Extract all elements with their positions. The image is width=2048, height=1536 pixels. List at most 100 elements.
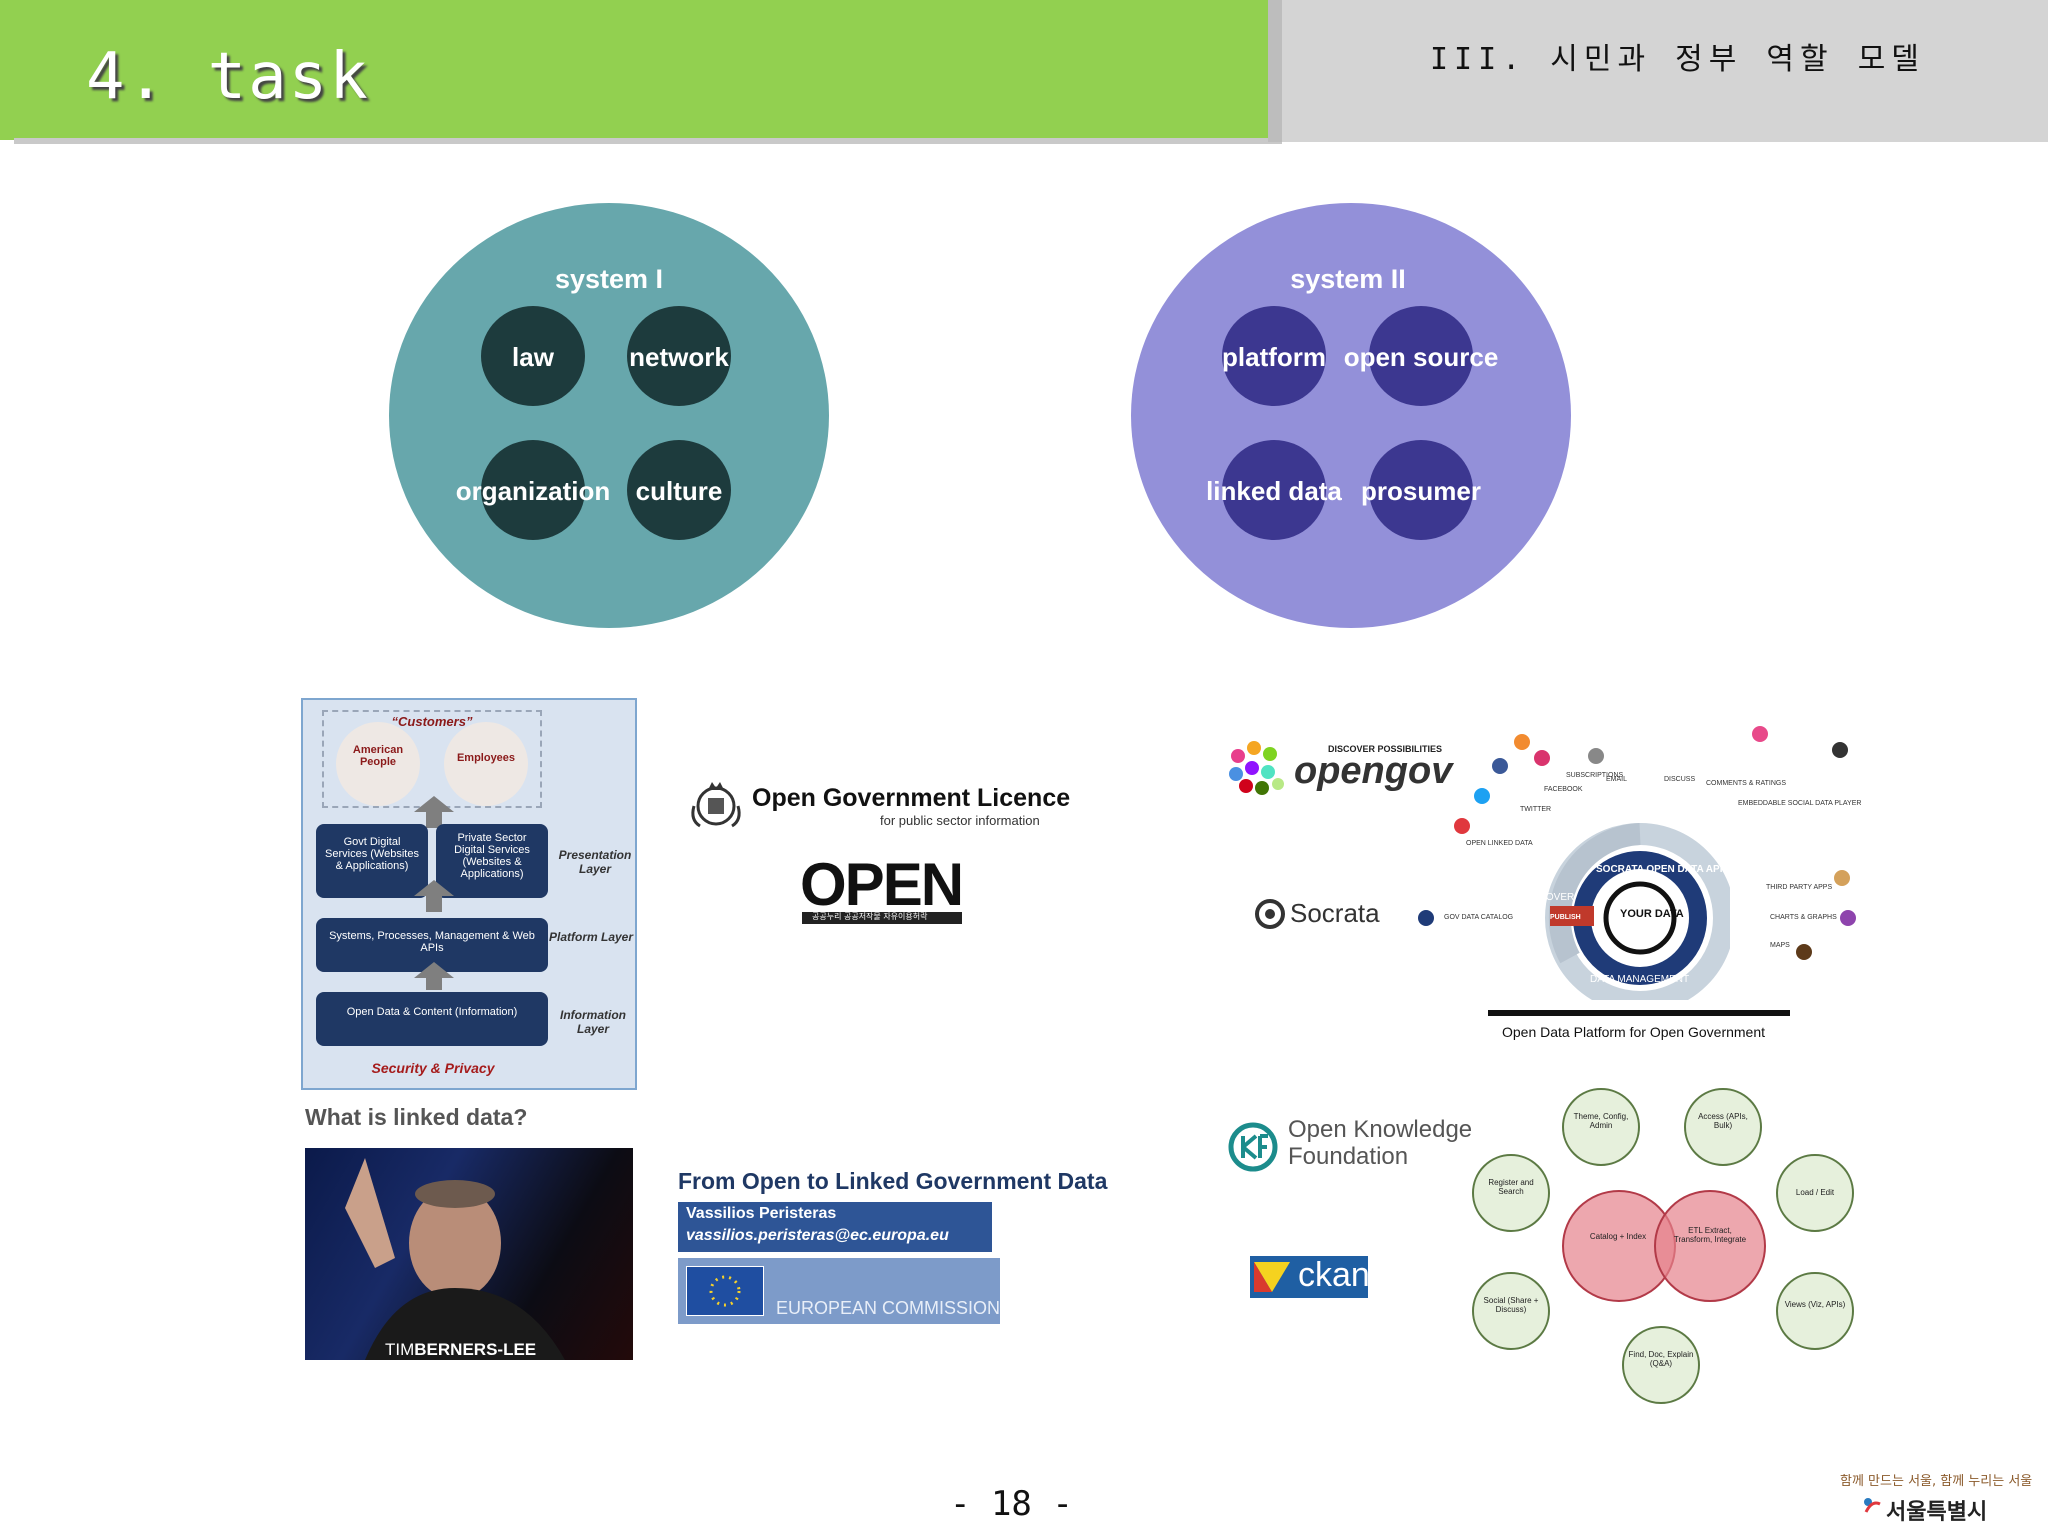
seoul-logo-icon <box>1864 1498 1881 1513</box>
system-1-circle <box>389 203 829 628</box>
page-title: 4. task <box>86 40 370 114</box>
caption-last-name: BERNERS-LEE <box>414 1340 537 1359</box>
security-label: Security & Privacy <box>371 1060 495 1076</box>
system-1-node-network <box>627 306 731 406</box>
ogl-subtitle: for public sector information <box>880 813 1040 828</box>
ckan-node-load <box>1776 1154 1854 1232</box>
system-1-node-law <box>481 306 585 406</box>
eu-flag-icon <box>686 1266 764 1316</box>
spoke-subscriptions: SUBSCRIPTIONS <box>1566 772 1624 779</box>
presentation-layer-label: Presentation Layer <box>558 848 632 876</box>
ckan-node-theme-label: Theme, Config, Admin <box>1573 1112 1629 1130</box>
system-2-label-linked-data: linked data <box>1206 476 1342 506</box>
ckan-logo <box>1250 1256 1368 1298</box>
arrow-up <box>426 808 442 828</box>
header-shadow <box>14 138 1282 144</box>
okf-name-line2: Foundation <box>1288 1143 1409 1170</box>
open-data-block <box>316 992 548 1046</box>
spoke-gov-data-catalog: GOV DATA CATALOG <box>1444 914 1514 921</box>
system-1-label-law: law <box>512 342 554 372</box>
ckan-node-social-label: Social (Share + Discuss) <box>1483 1296 1539 1314</box>
spoke-charts: CHARTS & GRAPHS <box>1770 914 1837 921</box>
ec-label: EUROPEAN COMMISSION <box>776 1298 1001 1318</box>
opengov-logo: opengov <box>1294 750 1453 792</box>
author-box <box>678 1202 992 1252</box>
section-title: III. 시민과 정부 역할 모델 <box>1430 42 1925 77</box>
system-1-label-culture: culture <box>635 476 723 506</box>
govt-services-block <box>316 824 428 898</box>
spoke-discuss: DISCUSS <box>1664 776 1696 783</box>
system-2-label-platform: platform <box>1222 342 1326 372</box>
private-services-block <box>436 824 548 898</box>
header-green-bar <box>0 0 1268 140</box>
socrata-logo: Socrata <box>1290 898 1380 928</box>
ring-publish-label: PUBLISH <box>1550 914 1581 921</box>
header-gray-bar <box>1282 0 2048 142</box>
okf-name: Open Knowledge Foundation <box>1288 1116 1488 1170</box>
system-2-node-open-source <box>1369 306 1473 406</box>
system-2-label-prosumer: prosumer <box>1361 476 1481 506</box>
ckan-node-social <box>1472 1272 1550 1350</box>
ckan-core-etl <box>1654 1190 1766 1302</box>
seoul-slogan: 함께 만드는 서울, 함께 누리는 서울 <box>1840 1474 2033 1489</box>
ckan-node-load-label: Load / Edit <box>1795 1188 1835 1197</box>
arrow-head <box>414 962 454 978</box>
ckan-wordmark: ckan <box>1298 1256 1370 1294</box>
ring-participate-label: PARTICIPATE <box>1664 816 1728 827</box>
american-people-bubble <box>336 722 420 806</box>
customers-label: “Customers” <box>391 714 473 729</box>
system-1-label-organization: organization <box>455 476 611 506</box>
odp-caption: Open Data Platform for Open Government <box>1502 1024 1766 1040</box>
opengov-globe-icon <box>1229 741 1284 795</box>
berners-lee-photo <box>305 1148 633 1360</box>
system-1-title: system I <box>554 264 664 294</box>
caption-first-name: TIM <box>385 1340 415 1359</box>
ring-data-management-label: DATA MANAGEMENT <box>1590 974 1690 985</box>
spoke-embeddable-player: EMBEDDABLE SOCIAL DATA PLAYER <box>1738 800 1862 807</box>
spoke-facebook: FACEBOOK <box>1544 786 1583 793</box>
system-2-label-open-source: open source <box>1343 342 1499 372</box>
american-people-label: American People <box>352 744 404 768</box>
spoke-open-linked-data: OPEN LINKED DATA <box>1466 840 1533 847</box>
seoul-city-name: 서울특별시 <box>1886 1500 1988 1525</box>
arrow-head <box>414 880 454 896</box>
platform-layer-label: Platform Layer <box>548 930 634 944</box>
spoke-comments: COMMENTS & RATINGS <box>1706 780 1786 787</box>
ckan-node-access-label: Access (APIs, Bulk) <box>1698 1112 1748 1130</box>
ring-share-label: SHARE <box>1574 814 1609 825</box>
header-separator <box>1268 0 1282 142</box>
private-services-label: Private Sector Digital Services (Website… <box>454 832 530 880</box>
ckan-node-views-label: Views (Viz, APIs) <box>1784 1300 1846 1309</box>
system-1-node-culture <box>627 440 731 540</box>
author-name: Vassilios Peristeras <box>686 1205 837 1222</box>
employees-bubble <box>444 722 528 806</box>
ckan-core-catalog-label: Catalog + Index <box>1589 1232 1647 1241</box>
royal-crest-icon <box>691 782 741 828</box>
odp-underline <box>1488 1010 1790 1016</box>
okf-logo-icon <box>1228 1122 1278 1172</box>
open-bar <box>802 912 962 924</box>
arrow-up <box>426 892 442 912</box>
from-open-title: From Open to Linked Government Data <box>678 1168 1108 1194</box>
arrow-head <box>414 796 454 812</box>
open-logo: OPEN <box>800 851 964 918</box>
ckan-node-access <box>1684 1088 1762 1166</box>
ckan-node-register <box>1472 1154 1550 1232</box>
opengov-tagline: DISCOVER POSSIBILITIES <box>1328 744 1443 754</box>
author-email: vassilios.peristeras@ec.europa.eu <box>686 1227 949 1244</box>
ring-discover-label: DISCOVER <box>1522 892 1575 903</box>
system-1-node-organization <box>481 440 585 540</box>
ckan-node-theme <box>1562 1088 1640 1166</box>
ring-api-label: SOCRATA OPEN DATA API <box>1596 864 1723 875</box>
speaker-silhouette-icon <box>345 1158 565 1360</box>
ckan-node-find <box>1622 1326 1700 1404</box>
spoke-email: EMAIL <box>1606 776 1628 783</box>
open-data-label: Open Data & Content (Information) <box>346 1006 518 1018</box>
ckan-node-find-label: Find, Doc, Explain (Q&A) <box>1628 1350 1694 1368</box>
page-number: - 18 - <box>950 1484 1073 1524</box>
okf-name-line1: Open Knowledge <box>1288 1116 1473 1143</box>
ring-center-label: YOUR DATA <box>1620 908 1684 920</box>
systems-label: Systems, Processes, Management & Web API… <box>329 930 535 954</box>
berners-lee-caption: TIMBERNERS-LEE <box>385 1340 536 1360</box>
ckan-core-etl-label: ETL Extract, Transform, Integrate <box>1673 1226 1747 1244</box>
